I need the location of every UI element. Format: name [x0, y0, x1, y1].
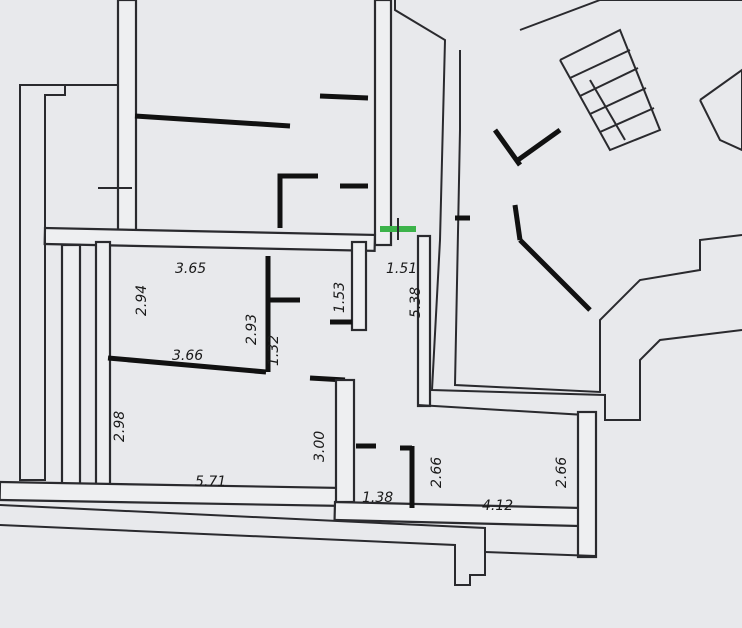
- dim-room-c-height-right: 3.00: [312, 431, 328, 462]
- wall-upper-left: [116, 0, 138, 234]
- wall-room-d-right: [576, 410, 598, 559]
- stair-step: [579, 67, 639, 97]
- stair-step: [589, 87, 647, 115]
- dim-room-d-width: 4.12: [482, 498, 513, 514]
- right-block-inner: [453, 50, 742, 394]
- stair-stringer: [589, 79, 626, 141]
- dim-room-a-height: 2.94: [134, 285, 150, 316]
- dim-room-b-width: 3.66: [172, 348, 203, 364]
- dim-room-d-height-left: 2.66: [429, 457, 445, 488]
- dim-hall-length: 5.38: [408, 287, 424, 318]
- partition-upper-bath: [277, 173, 318, 228]
- elevator-shaft: [699, 68, 742, 152]
- stairwell-top: [519, 0, 742, 31]
- dim-room-d-height-right: 2.66: [554, 457, 570, 488]
- dim-room-a-width: 3.65: [175, 261, 206, 277]
- partition-3-66: [107, 355, 267, 375]
- dim-room-c-height: 2.98: [112, 411, 128, 442]
- dim-room-a-height-right: 2.93: [244, 314, 260, 345]
- partition-upper-right: [319, 93, 369, 101]
- stair-step: [599, 107, 655, 133]
- dim-corridor-width: 1.32: [266, 335, 282, 366]
- stairs: [559, 28, 662, 152]
- dim-bath-height: 1.53: [332, 282, 348, 313]
- wall-upper-right: [373, 0, 393, 247]
- partition-right-4: [518, 238, 592, 312]
- wall-hall-right: [416, 234, 432, 408]
- outer-ledge: [0, 504, 486, 586]
- dim-room-c-width: 5.71: [195, 474, 226, 490]
- dim-hall-width: 1.51: [386, 261, 417, 277]
- partition-upper: [134, 113, 291, 129]
- right-block-outline: [394, 0, 742, 421]
- balcony-outline: [19, 84, 118, 481]
- wall-bath: [350, 240, 368, 332]
- wall-bottom-edge: [484, 551, 597, 557]
- dim-closet-width: 1.38: [362, 490, 393, 506]
- wall-closet-left: [334, 378, 356, 504]
- partition-right-2: [516, 127, 562, 163]
- partition-right-3: [512, 204, 523, 241]
- partition-right-1: [492, 128, 523, 167]
- wall-left-inner: [94, 240, 112, 494]
- wall-outer-left: [60, 243, 82, 497]
- stair-step: [569, 49, 631, 79]
